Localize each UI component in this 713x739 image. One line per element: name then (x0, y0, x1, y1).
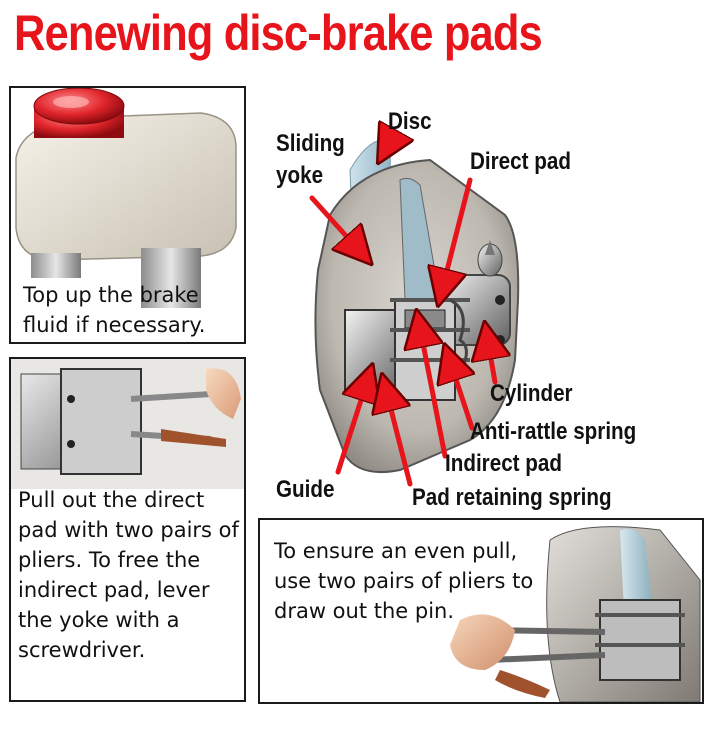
caption-even-pull: To ensure an even pull, use two pairs of… (274, 539, 534, 623)
pin-pull-illustration (450, 526, 701, 702)
caption-pull-pads: Pull out the direct pad with two pairs o… (18, 488, 239, 662)
panel-even-pull: To ensure an even pull, use two pairs of… (258, 518, 704, 704)
label-cylinder: Cylinder (490, 380, 573, 407)
caption-brake-fluid: Top up the brake fluid if necessary. (23, 283, 206, 337)
label-disc: Disc (388, 108, 432, 135)
pliers-illustration (11, 359, 244, 489)
page-title: Renewing disc-brake pads (14, 5, 543, 61)
panel-pull-pads: Pull out the direct pad with two pairs o… (9, 357, 246, 702)
label-sliding-yoke: Sliding yoke (276, 130, 345, 189)
arrow-anti-rattle (447, 352, 472, 431)
label-guide: Guide (276, 476, 335, 503)
panel-brake-fluid: Top up the brake fluid if necessary. (9, 86, 246, 344)
label-direct-pad: Direct pad (470, 148, 571, 175)
arrow-direct-pad (440, 177, 473, 298)
reservoir-illustration (15, 88, 237, 308)
arrow-pad-retaining-spring (384, 382, 413, 487)
label-anti-rattle-spring: Anti-rattle spring (470, 418, 637, 445)
arrow-guide (335, 372, 370, 475)
label-pad-retaining-spring: Pad retaining spring (412, 484, 612, 511)
arrow-cylinder (486, 330, 495, 385)
arrow-indirect-pad (418, 318, 448, 459)
arrow-disc (382, 133, 395, 156)
label-indirect-pad: Indirect pad (445, 450, 562, 477)
arrow-sliding-yoke (309, 195, 366, 258)
